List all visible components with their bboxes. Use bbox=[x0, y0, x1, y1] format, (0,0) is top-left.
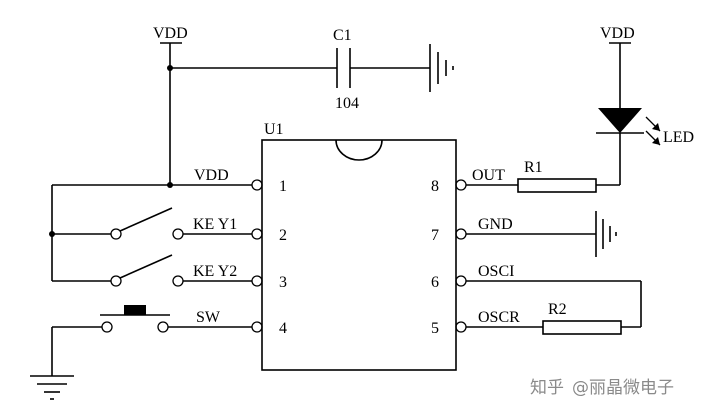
resistor-r2 bbox=[542, 320, 622, 335]
ground-sw-icon bbox=[30, 375, 74, 400]
pin-5-name: OSCR bbox=[478, 309, 520, 326]
key-2-switch bbox=[52, 254, 252, 287]
watermark-site: 知乎 bbox=[530, 378, 564, 398]
pin-3-terminal bbox=[251, 275, 263, 287]
ground-pin7-icon bbox=[595, 211, 617, 257]
vdd-left-label: VDD bbox=[153, 25, 188, 42]
pin-8-name: OUT bbox=[472, 167, 505, 184]
sw-push-button bbox=[52, 305, 252, 333]
c1-value: 104 bbox=[335, 95, 359, 112]
watermark: 知乎 @丽晶微电子 bbox=[530, 378, 674, 398]
pin-5-terminal bbox=[455, 321, 467, 333]
capacitor-c1: C1 104 bbox=[170, 27, 430, 112]
pin-6-number: 6 bbox=[431, 274, 439, 291]
pin-2-terminal bbox=[251, 228, 263, 240]
pin-1-number: 1 bbox=[279, 178, 287, 195]
led-icon: LED bbox=[596, 108, 694, 146]
pin-8-terminal bbox=[455, 179, 467, 191]
pin-2-name: KE Y1 bbox=[193, 216, 237, 233]
vdd-right-symbol: VDD bbox=[600, 25, 635, 44]
pin-7-terminal bbox=[455, 228, 467, 240]
pin-1-name: VDD bbox=[194, 167, 229, 184]
pin-5-number: 5 bbox=[431, 320, 439, 337]
resistor-r1 bbox=[517, 178, 597, 193]
pin-6-terminal bbox=[455, 275, 467, 287]
key-1-switch bbox=[52, 207, 252, 240]
pin-6-name: OSCI bbox=[478, 263, 514, 280]
ground-c1-icon bbox=[429, 44, 454, 92]
pin-7-name: GND bbox=[478, 216, 513, 233]
pin-4-name: SW bbox=[196, 309, 221, 326]
led-label: LED bbox=[663, 129, 694, 146]
pin-4-number: 4 bbox=[279, 320, 287, 337]
r1-label: R1 bbox=[524, 159, 543, 176]
pin-1-terminal bbox=[251, 179, 263, 191]
u1-label: U1 bbox=[264, 121, 284, 138]
pin-4-terminal bbox=[251, 321, 263, 333]
pin-3-name: KE Y2 bbox=[193, 263, 237, 280]
vdd-right-label: VDD bbox=[600, 25, 635, 42]
vdd-left-symbol: VDD bbox=[153, 25, 188, 44]
ic-u1: U1 bbox=[261, 121, 457, 371]
pin-7-number: 7 bbox=[431, 227, 439, 244]
pin-8-number: 8 bbox=[431, 178, 439, 195]
r2-label: R2 bbox=[548, 301, 567, 318]
c1-label: C1 bbox=[333, 27, 352, 44]
pin-3-number: 3 bbox=[279, 274, 287, 291]
pin-2-number: 2 bbox=[279, 227, 287, 244]
watermark-author: @丽晶微电子 bbox=[572, 378, 674, 398]
